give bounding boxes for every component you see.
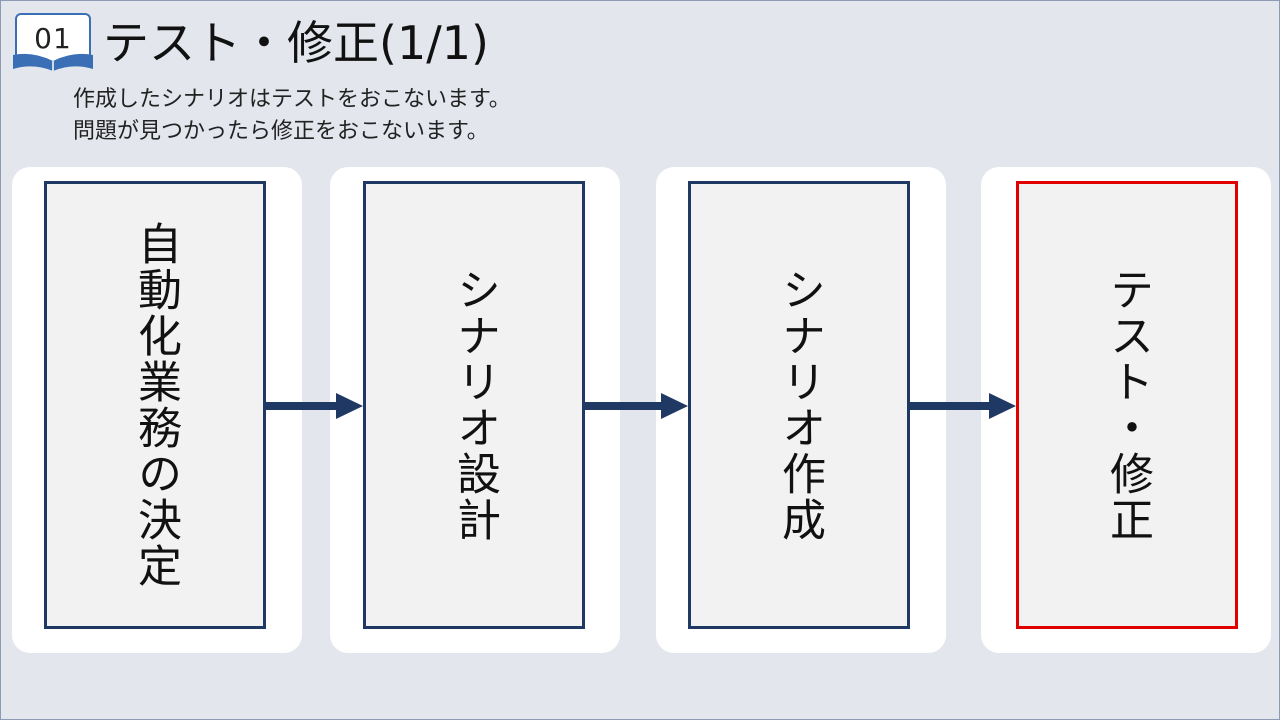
step-box-1: 自動化業務の決定	[44, 181, 266, 629]
step-box-3: シナリオ作成	[688, 181, 910, 629]
step-label: 自動化業務の決定	[130, 221, 181, 589]
step-label: シナリオ設計	[449, 267, 500, 543]
description-line-2: 問題が見つかったら修正をおこないます。	[73, 119, 489, 144]
section-badge: 01	[11, 13, 95, 71]
step-label: シナリオ作成	[774, 267, 825, 543]
step-label: テスト・修正	[1102, 267, 1153, 543]
page-title: テスト・修正(1/1)	[103, 16, 489, 70]
book-icon	[13, 53, 93, 71]
arrow-right-icon	[266, 393, 363, 419]
arrow-right-icon	[910, 393, 1016, 419]
step-box-2: シナリオ設計	[363, 181, 585, 629]
section-number: 01	[15, 13, 91, 61]
arrow-right-icon	[585, 393, 688, 419]
description-line-1: 作成したシナリオはテストをおこないます。	[73, 87, 511, 112]
step-box-4-current: テスト・修正	[1016, 181, 1238, 629]
